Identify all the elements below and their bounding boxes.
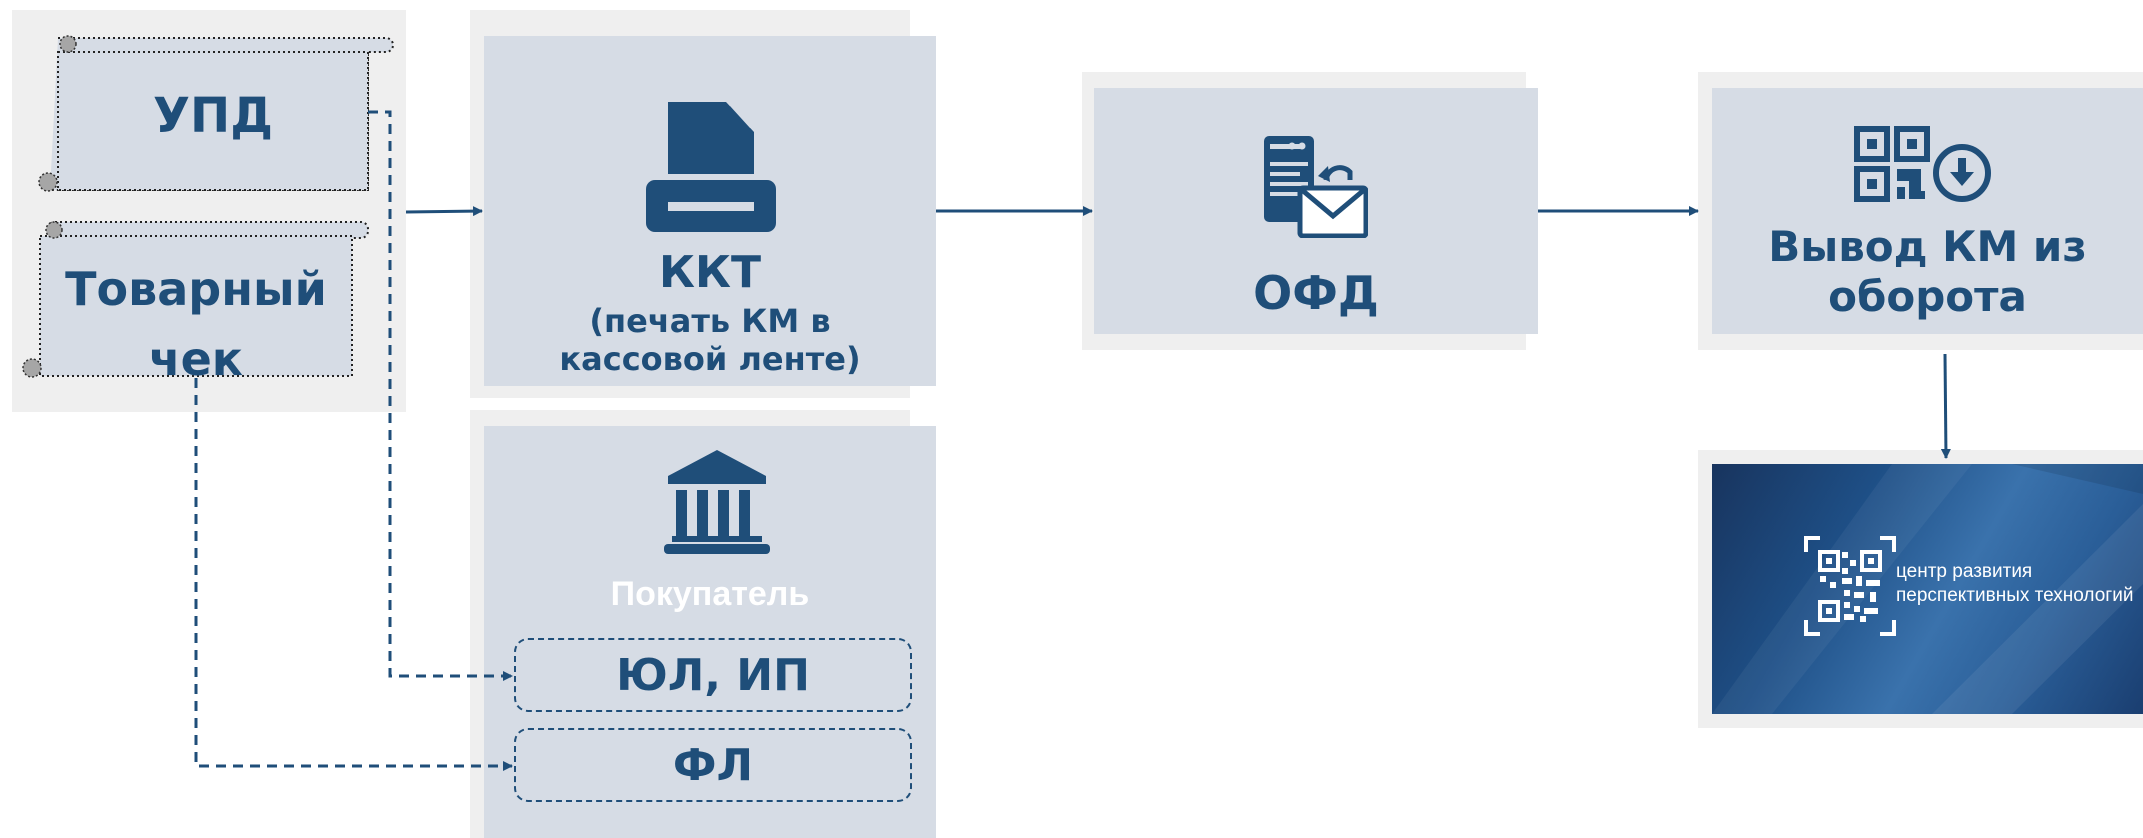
individual-box: ФЛ	[514, 728, 912, 802]
qr-logo-icon	[1804, 536, 1896, 636]
server-mail-icon	[1264, 136, 1368, 238]
kkt-title: ККТ	[659, 247, 761, 298]
upd-label: УПД	[153, 88, 273, 144]
scroll-shape-icon	[38, 35, 394, 192]
bank-icon	[664, 450, 770, 554]
receipt-scroll: Товарный чек	[18, 214, 374, 386]
printer-icon	[646, 102, 776, 232]
banner-texture	[1712, 464, 2143, 714]
scroll-shape-icon	[22, 221, 369, 378]
logo-banner: центр развития перспективных технологий	[1712, 464, 2143, 714]
buyer-title: Покупатель	[610, 575, 810, 613]
receipt-label: Товарный чек	[65, 262, 327, 386]
individual-label: ФЛ	[672, 740, 754, 791]
dashed-receipt-to-individual	[194, 378, 513, 771]
buyer-block: Покупатель	[484, 426, 936, 838]
upd-scroll: УПД	[38, 30, 394, 198]
ofd-block: ОФД	[1094, 88, 1538, 334]
legal-entity-label: ЮЛ, ИП	[616, 650, 810, 701]
logo-line-1: центр развития	[1896, 561, 2033, 582]
logo-line-2: перспективных технологий	[1896, 585, 2134, 606]
ofd-title: ОФД	[1253, 266, 1379, 320]
arrow-withdrawal-to-logo	[1940, 353, 1951, 459]
withdrawal-block: Вывод КМ из оборота	[1712, 88, 2143, 334]
kkt-subtitle: (печать КМ в кассовой ленте)	[559, 302, 861, 378]
withdrawal-title: Вывод КМ из оборота	[1768, 222, 2087, 321]
kkt-block: ККТ (печать КМ в кассовой ленте)	[484, 36, 936, 386]
qr-download-icon	[1854, 126, 1991, 202]
legal-entity-box: ЮЛ, ИП	[514, 638, 912, 712]
